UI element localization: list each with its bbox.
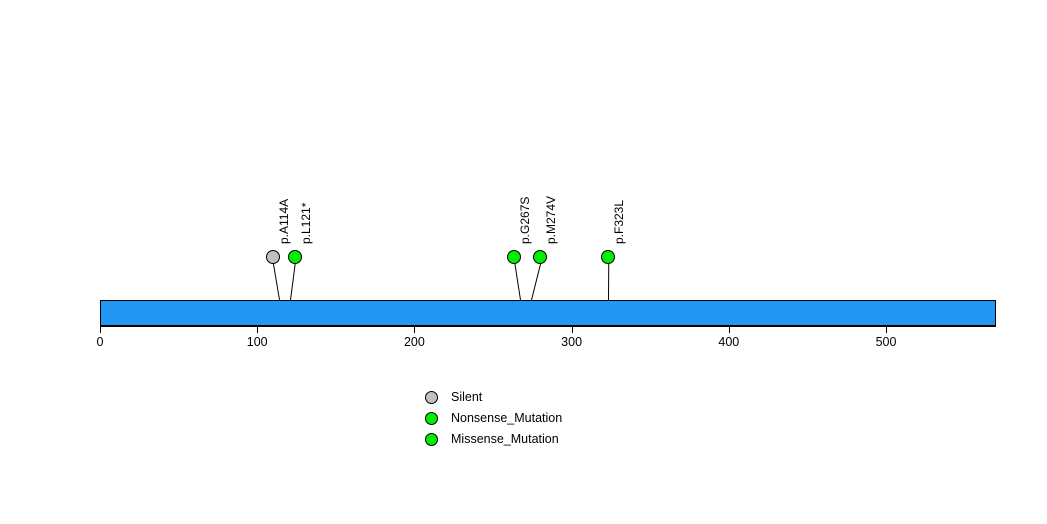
legend-swatch-icon — [425, 432, 438, 446]
x-axis-tick — [414, 326, 416, 333]
lollipop-stem — [513, 262, 521, 300]
x-axis-tick-label: 100 — [246, 335, 268, 349]
lollipop-head[interactable] — [288, 250, 302, 264]
mutation-label: p.L121* — [299, 202, 313, 244]
legend-item[interactable]: Missense_Mutation — [425, 431, 559, 447]
lollipop-stem — [607, 263, 609, 301]
lollipop-stem — [272, 262, 281, 300]
lollipop-stem — [530, 263, 541, 301]
lollipop-head[interactable] — [266, 250, 280, 264]
lollipop-stem — [290, 263, 296, 301]
x-axis-tick-label: 500 — [875, 335, 897, 349]
x-axis-tick-label: 200 — [403, 335, 425, 349]
protein-domain-bar — [100, 300, 997, 326]
legend-item[interactable]: Nonsense_Mutation — [425, 410, 562, 426]
x-axis-tick-label: 0 — [96, 335, 104, 349]
x-axis-tick-label: 300 — [561, 335, 583, 349]
x-axis-tick — [886, 326, 887, 333]
mutation-label: p.G267S — [518, 196, 532, 244]
lollipop-head[interactable] — [507, 250, 521, 264]
x-axis-tick — [571, 326, 573, 333]
legend-item-label: Missense_Mutation — [451, 432, 559, 446]
x-axis-tick — [100, 326, 101, 333]
legend-item-label: Nonsense_Mutation — [451, 411, 563, 425]
legend-item-label: Silent — [451, 390, 483, 404]
lollipop-head[interactable] — [601, 250, 615, 264]
x-axis-tick — [728, 326, 730, 333]
x-axis-line — [100, 326, 997, 327]
lollipop-head[interactable] — [533, 250, 547, 264]
mutation-label: p.M274V — [544, 195, 558, 244]
x-axis-tick-label: 400 — [718, 335, 740, 349]
mutation-label: p.F323L — [612, 199, 626, 244]
x-axis-tick — [257, 326, 259, 333]
mutation-label: p.A114A — [277, 198, 291, 244]
legend-swatch-icon — [425, 390, 438, 404]
legend-item[interactable]: Silent — [425, 389, 482, 405]
legend-swatch-icon — [425, 411, 438, 425]
